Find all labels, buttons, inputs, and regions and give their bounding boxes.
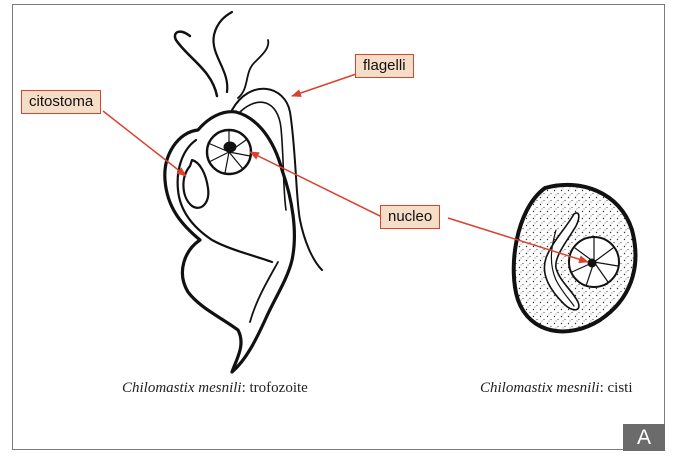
caption-cisti: Chilomastix mesnili: cisti — [480, 380, 633, 397]
caption-trofozoite-species: Chilomastix mesnili — [122, 380, 242, 396]
body-inner-line — [178, 140, 272, 262]
panel-letter-badge: A — [623, 424, 665, 451]
label-flagelli: flagelli — [355, 54, 414, 78]
flagellum-1 — [175, 32, 217, 96]
citostoma-groove — [183, 160, 208, 208]
label-citostoma: citostoma — [21, 90, 101, 114]
caption-trofozoite-stage: : trofozoite — [242, 380, 308, 396]
caption-cisti-species: Chilomastix mesnili — [480, 380, 600, 396]
tail-line — [250, 262, 278, 322]
trophozoite-drawing — [165, 12, 322, 372]
trophozoite-karyosome — [224, 142, 236, 152]
flagellum-2 — [213, 12, 232, 92]
caption-trofozoite: Chilomastix mesnili: trofozoite — [122, 380, 308, 397]
caption-cisti-stage: : cisti — [600, 380, 633, 396]
label-arrows — [103, 72, 588, 262]
arrow-nucleo-trophozoite — [250, 152, 384, 218]
cyst-karyosome — [588, 259, 596, 267]
label-nucleo: nucleo — [380, 205, 440, 229]
arrow-flagelli — [292, 72, 362, 96]
